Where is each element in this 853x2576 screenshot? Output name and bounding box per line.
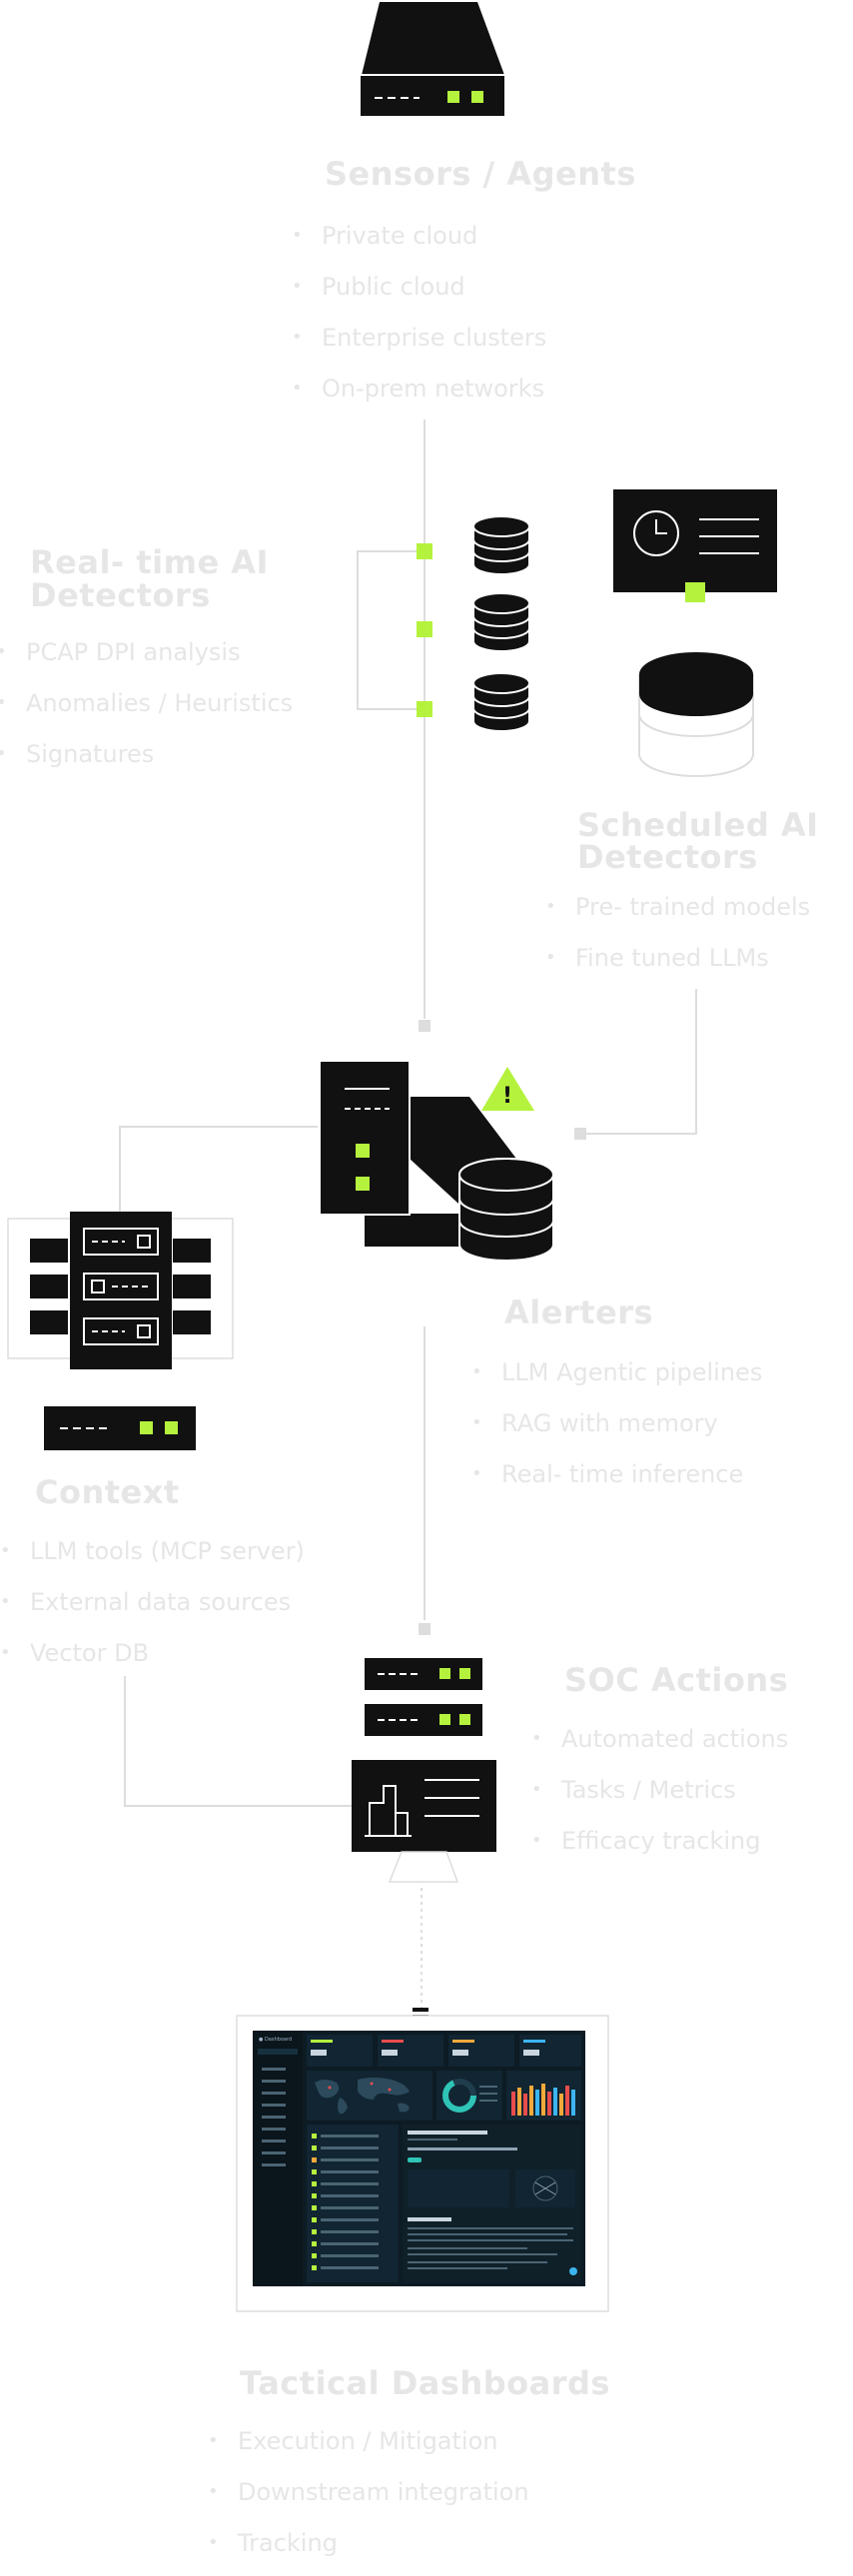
scheduled-list: Pre- trained models Fine tuned LLMs: [545, 889, 810, 991]
dashboards-title: Tactical Dashboards: [240, 2364, 610, 2402]
sensors-list: Private cloud Public cloud Enterprise cl…: [292, 218, 546, 422]
list-item: Anomalies / Heuristics: [0, 685, 293, 721]
list-item: PCAP DPI analysis: [0, 634, 293, 670]
list-item: Fine tuned LLMs: [545, 940, 810, 976]
dashboard-screenshot: ● Dashboard: [236, 2015, 609, 2312]
realtime-title-line2: Detectors: [30, 576, 211, 614]
list-item: Public cloud: [292, 269, 546, 305]
list-item: Efficacy tracking: [531, 1823, 788, 1859]
list-item: Real- time inference: [471, 1456, 762, 1492]
scheduled-clock-monitor-icon: [613, 489, 777, 602]
list-item: Tasks / Metrics: [531, 1772, 788, 1808]
sensors-title: Sensors / Agents: [325, 155, 636, 193]
connector-node-2: [574, 1128, 586, 1140]
soc-list: Automated actions Tasks / Metrics Effica…: [531, 1721, 788, 1874]
database-icon-2: [472, 592, 530, 652]
alerters-title: Alerters: [504, 1293, 654, 1331]
realtime-node-3: [417, 701, 432, 717]
list-item: Signatures: [0, 736, 293, 772]
dashboards-list: Execution / Mitigation Downstream integr…: [208, 2423, 529, 2576]
list-item: External data sources: [0, 1584, 305, 1620]
context-title: Context: [35, 1473, 180, 1511]
connector-node-1: [419, 1020, 430, 1032]
soc-server-icon-2: [365, 1704, 482, 1736]
context-server-icon: [44, 1406, 196, 1450]
svg-text:!: !: [502, 1084, 512, 1109]
sensor-device-icon: [359, 2, 506, 118]
list-item: Private cloud: [292, 218, 546, 254]
list-item: Enterprise clusters: [292, 320, 546, 356]
list-item: RAG with memory: [471, 1405, 762, 1441]
context-connector: [119, 1126, 318, 1219]
realtime-node-2: [417, 621, 432, 637]
soc-server-icon-1: [365, 1658, 482, 1690]
list-item: Vector DB: [0, 1635, 305, 1671]
context-to-soc-connector: [124, 1676, 352, 1807]
list-item: Downstream integration: [208, 2474, 529, 2510]
list-item: Automated actions: [531, 1721, 788, 1757]
list-item: On-prem networks: [292, 371, 546, 407]
realtime-title-line1: Real- time AI: [30, 543, 269, 581]
scheduled-title-line1: Scheduled AI: [577, 806, 819, 844]
realtime-node-1: [417, 543, 432, 559]
list-item: Execution / Mitigation: [208, 2423, 529, 2459]
scheduled-connector: [577, 989, 697, 1135]
alerters-icon: !: [319, 1060, 554, 1262]
context-rack-icon: [7, 1212, 234, 1369]
list-item: LLM Agentic pipelines: [471, 1354, 762, 1390]
connector-node-3: [419, 1623, 430, 1635]
list-item: Tracking: [208, 2525, 529, 2561]
connectors: [119, 420, 697, 2008]
list-item: LLM tools (MCP server): [0, 1533, 305, 1569]
soc-monitor-icon: [352, 1760, 496, 1883]
soc-title: SOC Actions: [564, 1661, 789, 1699]
realtime-bracket: [357, 550, 425, 710]
svg-text:● Dashboard: ● Dashboard: [259, 2037, 292, 2043]
list-item: Pre- trained models: [545, 889, 810, 925]
scheduled-database-icon: [638, 652, 754, 777]
database-icon-1: [472, 515, 530, 575]
scheduled-title-line2: Detectors: [577, 838, 758, 876]
context-list: LLM tools (MCP server) External data sou…: [0, 1533, 305, 1686]
realtime-list: PCAP DPI analysis Anomalies / Heuristics…: [0, 634, 293, 787]
database-icon-3: [472, 672, 530, 732]
alerters-list: LLM Agentic pipelines RAG with memory Re…: [471, 1354, 762, 1507]
